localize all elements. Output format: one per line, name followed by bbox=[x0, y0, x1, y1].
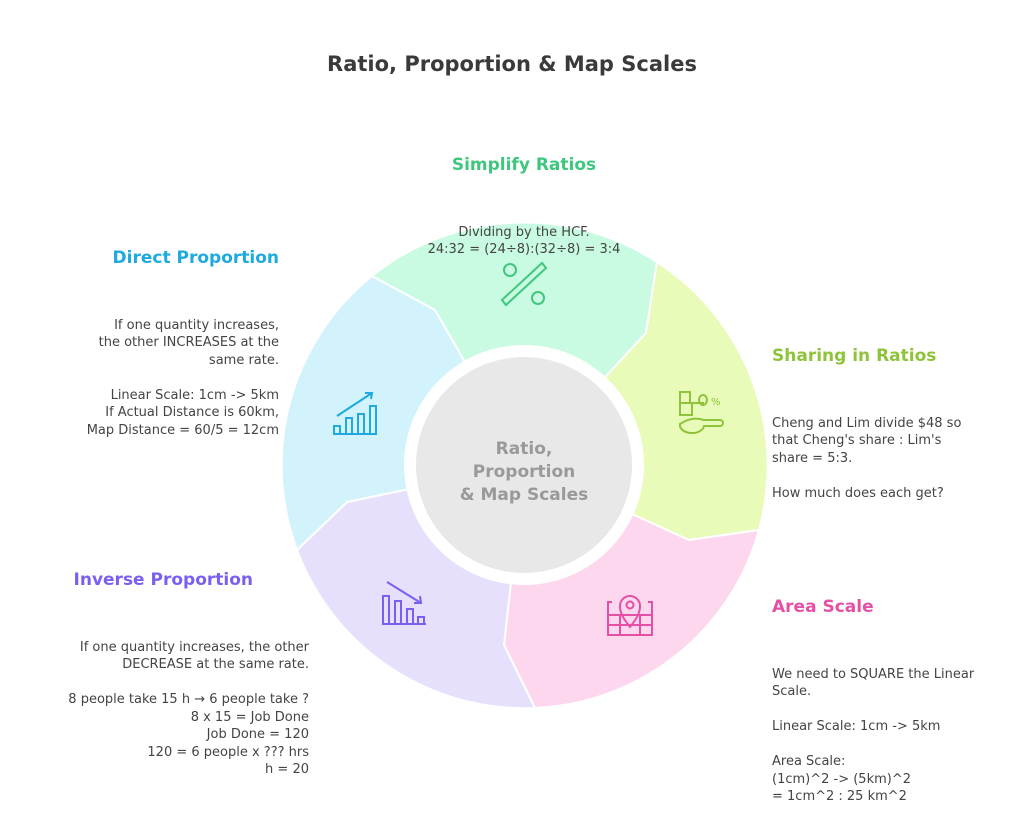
cycle-wheel: % bbox=[280, 221, 769, 710]
section-body: We need to SQUARE the Linear Scale. Line… bbox=[772, 666, 975, 805]
svg-text:%: % bbox=[711, 397, 721, 408]
section-title: Direct Proportion bbox=[112, 248, 279, 268]
section-direct: Direct Proportion If one quantity increa… bbox=[19, 215, 279, 457]
section-sharing: Sharing in Ratios Cheng and Lim divide $… bbox=[772, 313, 1012, 520]
section-title: Area Scale bbox=[772, 597, 874, 617]
section-body: If one quantity increases, the other DEC… bbox=[68, 639, 309, 778]
segment-direct bbox=[280, 274, 526, 552]
section-body: If one quantity increases, the other INC… bbox=[86, 317, 279, 438]
map-pin-icon bbox=[607, 595, 653, 636]
section-area: Area Scale We need to SQUARE the Linear … bbox=[772, 564, 1012, 823]
chart-up-icon bbox=[333, 392, 377, 435]
section-body: Dividing by the HCF. 24:32 = (24÷8):(32÷… bbox=[427, 224, 621, 258]
section-inverse: Inverse Proportion If one quantity incre… bbox=[9, 537, 309, 796]
center-circle bbox=[416, 357, 632, 573]
center-label: Ratio, Proportion & Map Scales bbox=[459, 439, 589, 505]
percent-icon bbox=[500, 261, 548, 307]
scale-measure-icon: % bbox=[678, 391, 724, 435]
section-title: Inverse Proportion bbox=[73, 570, 253, 590]
chart-down-icon bbox=[382, 581, 426, 625]
section-body: Cheng and Lim divide $48 so that Cheng's… bbox=[772, 415, 962, 501]
section-title: Sharing in Ratios bbox=[772, 346, 937, 366]
section-title: Simplify Ratios bbox=[451, 155, 597, 175]
section-simplify: Simplify Ratios Dividing by the HCF. 24:… bbox=[374, 122, 674, 276]
page-title: Ratio, Proportion & Map Scales bbox=[327, 52, 697, 76]
